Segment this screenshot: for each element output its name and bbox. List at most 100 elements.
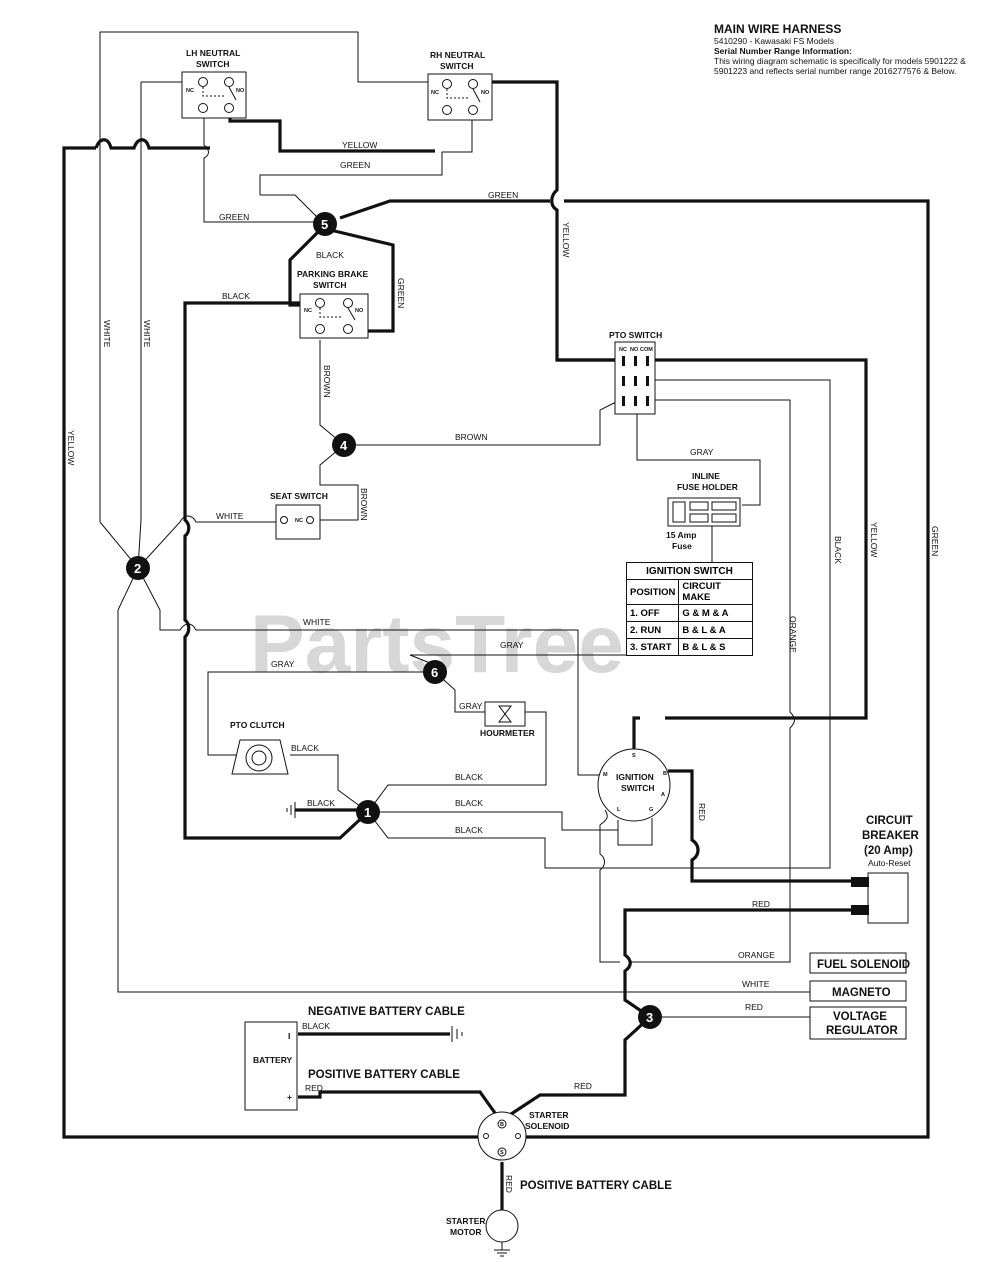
breaker-label-2: BREAKER: [862, 830, 920, 842]
rh-neutral-switch: NC NO: [427, 73, 493, 121]
breaker-label-3: (20 Amp): [864, 845, 913, 857]
pto-nc-terminal-label: NC: [619, 347, 627, 353]
seat-nc-terminal-label: NC: [295, 518, 303, 524]
svg-text:YELLOW: YELLOW: [561, 222, 571, 257]
table-header-position: POSITION: [625, 579, 680, 605]
lh-neutral-label-1: LH NEUTRAL: [186, 48, 240, 58]
table-cell: 3. START: [625, 638, 680, 656]
sol-b-label: B: [500, 1122, 504, 1128]
parking-brake-label-2: SWITCH: [313, 280, 347, 290]
pb-no-terminal-label: NO: [355, 308, 364, 314]
wire-labels: YELLOW GREEN GREEN GREEN BLACK BLACK BRO…: [66, 140, 940, 1193]
voltage-label-2: REGULATOR: [826, 1025, 898, 1037]
svg-text:WHITE: WHITE: [742, 979, 770, 989]
magneto-label: MAGNETO: [832, 987, 891, 999]
inline-fuse-label-2: FUSE HOLDER: [677, 482, 738, 492]
ign-s-label: S: [632, 753, 636, 759]
svg-text:YELLOW: YELLOW: [66, 430, 76, 465]
breaker-label-1: CIRCUIT: [866, 815, 913, 827]
table-row: 1. OFF G & M & A: [625, 604, 753, 622]
diagram-title: MAIN WIRE HARNESS: [714, 22, 842, 36]
svg-text:GRAY: GRAY: [271, 659, 295, 669]
svg-text:BLACK: BLACK: [222, 291, 250, 301]
fuse-label: Fuse: [672, 541, 692, 551]
fuel-solenoid-label: FUEL SOLENOID: [817, 959, 910, 971]
svg-text:WHITE: WHITE: [142, 320, 152, 348]
node-4: 4: [332, 433, 356, 457]
pto-clutch: [231, 739, 289, 775]
ignition-label-1: IGNITION: [616, 772, 654, 782]
node-6: 6: [423, 660, 447, 684]
starter-solenoid-label-1: STARTER: [529, 1110, 569, 1120]
starter-solenoid: B S: [477, 1111, 527, 1161]
svg-text:GREEN: GREEN: [340, 160, 370, 170]
negative-cable-label: NEGATIVE BATTERY CABLE: [308, 1006, 465, 1018]
svg-text:RED: RED: [504, 1175, 514, 1193]
table-cell: B & L & A: [678, 621, 753, 639]
hourmeter: [484, 701, 526, 727]
svg-text:1: 1: [364, 805, 371, 820]
ign-a-label: A: [661, 792, 665, 798]
svg-text:GREEN: GREEN: [930, 526, 940, 556]
battery-label: BATTERY: [253, 1055, 293, 1065]
starter-motor: [485, 1209, 519, 1257]
svg-text:BROWN: BROWN: [322, 365, 332, 398]
rh-no-terminal-label: NO: [481, 90, 490, 96]
pto-no-terminal-label: NO: [630, 347, 639, 353]
fuse-rating-label: 15 Amp: [666, 530, 696, 540]
table-cell: B & L & S: [678, 638, 753, 656]
svg-text:GRAY: GRAY: [500, 640, 524, 650]
lh-nc-terminal-label: NC: [186, 88, 194, 94]
node-1: 1: [356, 800, 380, 824]
ign-g-label: G: [649, 807, 653, 813]
svg-text:BLACK: BLACK: [291, 743, 319, 753]
svg-text:GREEN: GREEN: [488, 190, 518, 200]
svg-text:BLACK: BLACK: [833, 536, 843, 564]
rh-nc-terminal-label: NC: [431, 90, 439, 96]
svg-text:RED: RED: [305, 1083, 323, 1093]
sol-s-label: S: [500, 1150, 504, 1156]
svg-text:YELLOW: YELLOW: [869, 522, 879, 557]
hourmeter-label: HOURMETER: [480, 728, 535, 738]
svg-text:YELLOW: YELLOW: [342, 140, 377, 150]
lh-neutral-label-2: SWITCH: [196, 59, 230, 69]
svg-text:ORANGE: ORANGE: [738, 950, 775, 960]
positive-cable-label: POSITIVE BATTERY CABLE: [308, 1069, 460, 1081]
svg-text:BLACK: BLACK: [316, 250, 344, 260]
ignition-switch-table: IGNITION SWITCH POSITION CIRCUIT MAKE 1.…: [625, 562, 753, 656]
ground-symbol-node1: [286, 802, 296, 818]
rh-neutral-label-1: RH NEUTRAL: [430, 50, 485, 60]
starter-solenoid-label-2: SOLENOID: [525, 1121, 569, 1131]
voltage-label-1: VOLTAGE: [833, 1011, 887, 1023]
svg-text:RED: RED: [574, 1081, 592, 1091]
pto-switch-label: PTO SWITCH: [609, 330, 662, 340]
pb-nc-terminal-label: NC: [304, 308, 312, 314]
fuel-solenoid: [809, 952, 907, 974]
rh-neutral-label-2: SWITCH: [440, 61, 474, 71]
pto-clutch-label: PTO CLUTCH: [230, 720, 285, 730]
svg-text:BROWN: BROWN: [359, 488, 369, 521]
serial-note-line1: This wiring diagram schematic is specifi…: [714, 56, 966, 66]
svg-text:BLACK: BLACK: [455, 772, 483, 782]
svg-text:5: 5: [321, 217, 328, 232]
inline-fuse-label-1: INLINE: [692, 471, 720, 481]
svg-text:BLACK: BLACK: [302, 1021, 330, 1031]
svg-text:BLACK: BLACK: [455, 825, 483, 835]
svg-text:GREEN: GREEN: [219, 212, 249, 222]
table-row: 3. START B & L & S: [625, 638, 753, 656]
positive-cable-label-2: POSITIVE BATTERY CABLE: [520, 1180, 672, 1192]
part-number: 5410290 - Kawasaki FS Models: [714, 36, 835, 46]
lh-no-terminal-label: NO: [236, 88, 245, 94]
parking-brake-switch: NC NO: [299, 293, 369, 339]
svg-text:GREEN: GREEN: [396, 278, 406, 308]
svg-text:GRAY: GRAY: [459, 701, 483, 711]
breaker-label-4: Auto-Reset: [868, 858, 911, 868]
svg-text:2: 2: [134, 561, 141, 576]
table-row: 2. RUN B & L & A: [625, 621, 753, 639]
svg-text:WHITE: WHITE: [102, 320, 112, 348]
svg-text:BLACK: BLACK: [307, 798, 335, 808]
ign-m-label: M: [603, 772, 608, 778]
table-title: IGNITION SWITCH: [626, 562, 753, 580]
parking-brake-label-1: PARKING BRAKE: [297, 269, 368, 279]
